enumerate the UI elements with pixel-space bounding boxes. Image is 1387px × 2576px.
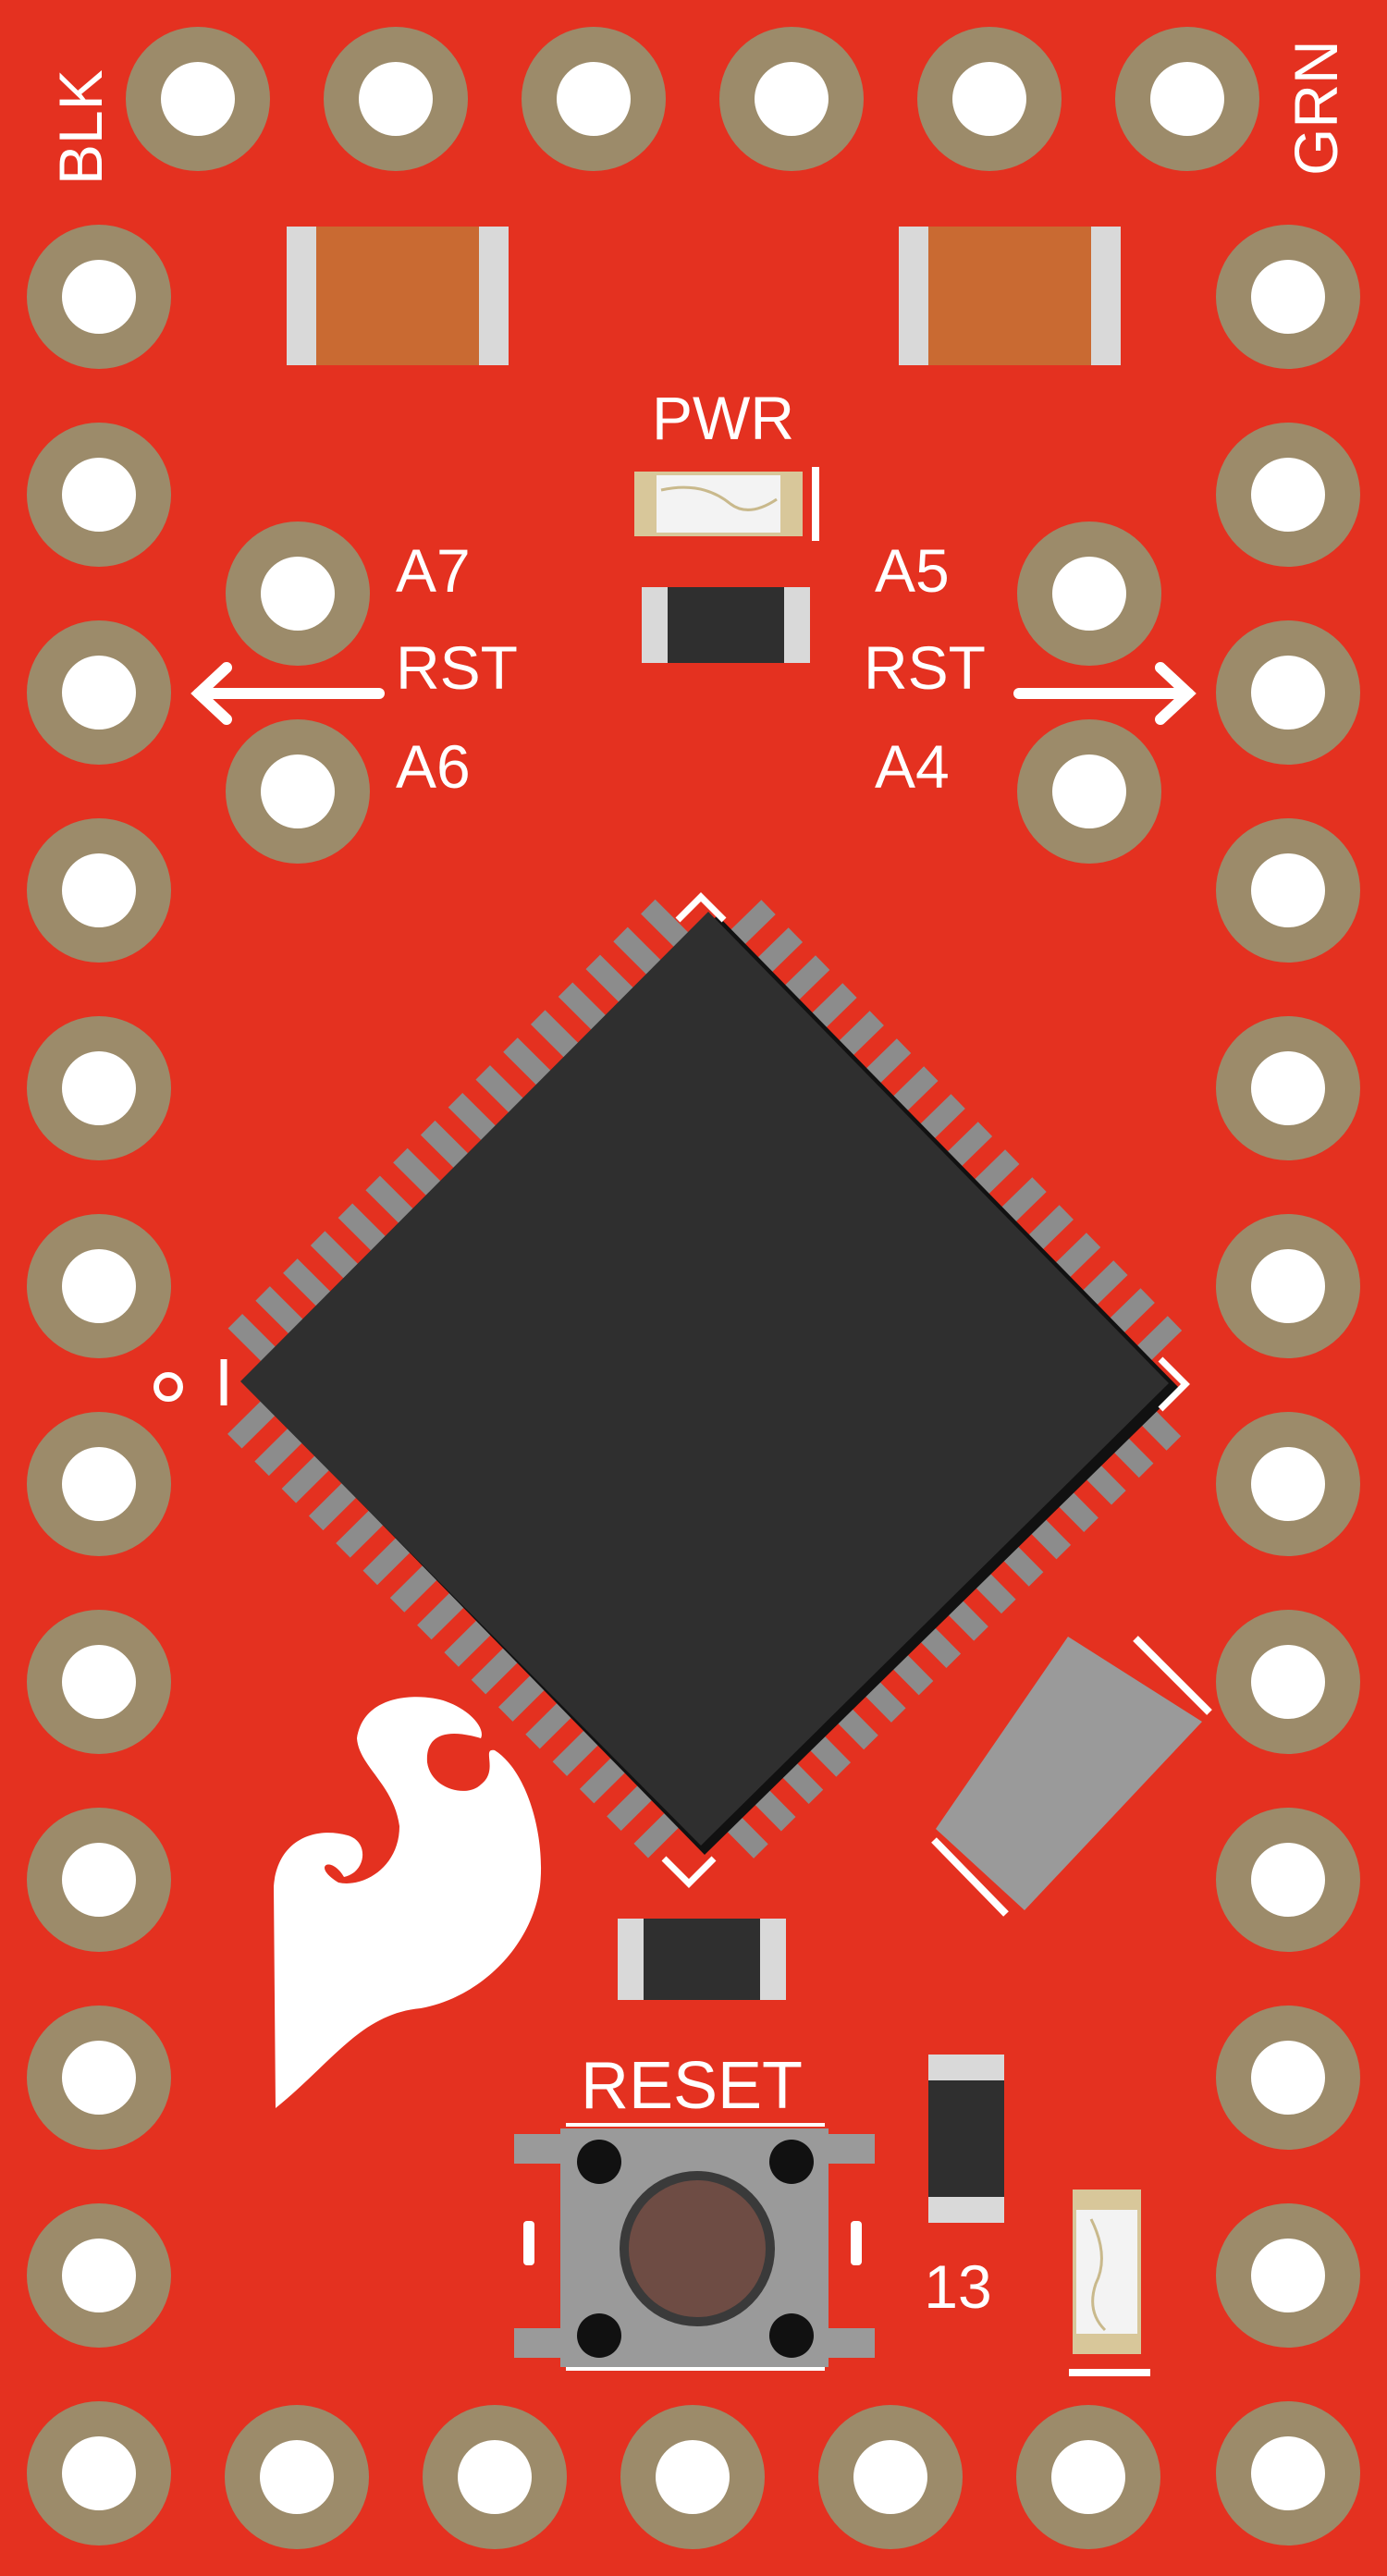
header-pad xyxy=(423,2405,567,2549)
header-pad xyxy=(1216,818,1360,963)
header-pad xyxy=(27,2006,171,2150)
a6-label: A6 xyxy=(396,732,471,801)
header-pad xyxy=(27,1412,171,1556)
header-pad xyxy=(27,2203,171,2348)
header-pad xyxy=(27,620,171,765)
header-pad xyxy=(27,1016,171,1160)
reset-button[interactable] xyxy=(514,2123,875,2371)
header-pad xyxy=(1216,225,1360,369)
pwr-led xyxy=(634,467,819,541)
header-pad xyxy=(1017,521,1161,666)
resistor-bottom xyxy=(618,1919,786,2000)
header-pad xyxy=(1216,1214,1360,1358)
header-pad xyxy=(522,27,666,171)
chip-corner-marks xyxy=(220,892,1190,1888)
header-pad xyxy=(226,719,370,864)
pin1-marker xyxy=(153,1372,183,1402)
crystal-resonator xyxy=(931,1636,1212,1917)
rst-left-arrow-icon xyxy=(190,662,385,725)
header-pad xyxy=(226,521,370,666)
header-pad xyxy=(1216,423,1360,567)
header-pad xyxy=(917,27,1062,171)
header-pad xyxy=(225,2405,369,2549)
pwr-label: PWR xyxy=(652,384,794,452)
blk-label: BLK xyxy=(46,69,115,185)
header-pad xyxy=(620,2405,765,2549)
header-pad xyxy=(818,2405,963,2549)
header-pad xyxy=(27,1214,171,1358)
header-pad xyxy=(1016,2405,1160,2549)
header-pad xyxy=(1216,2203,1360,2348)
header-pad xyxy=(27,225,171,369)
resistor-led13 xyxy=(928,2055,1004,2223)
header-pad xyxy=(1216,1016,1360,1160)
header-pad xyxy=(27,1808,171,1952)
header-pad xyxy=(1216,2401,1360,2545)
rst-right-arrow-icon xyxy=(1013,662,1197,725)
a5-label: A5 xyxy=(875,536,950,605)
header-pad xyxy=(719,27,864,171)
a4-label: A4 xyxy=(875,732,950,801)
header-pads xyxy=(27,27,1360,2549)
reset-label: RESET xyxy=(581,2049,803,2123)
sparkfun-flame-logo xyxy=(274,1697,542,2108)
header-pad xyxy=(1216,1610,1360,1754)
grn-label: GRN xyxy=(1282,40,1350,176)
capacitor-right xyxy=(899,227,1121,365)
a7-label: A7 xyxy=(396,536,471,605)
header-pad xyxy=(27,1610,171,1754)
resistor-top xyxy=(642,587,810,663)
header-pad xyxy=(1216,1412,1360,1556)
microcontroller-chip xyxy=(240,912,1180,1855)
header-pad xyxy=(126,27,270,171)
header-pad xyxy=(1216,1808,1360,1952)
header-pad xyxy=(324,27,468,171)
rst-right-label: RST xyxy=(864,633,986,702)
header-pad xyxy=(1216,2006,1360,2150)
header-pad xyxy=(27,818,171,963)
rst-left-label: RST xyxy=(396,633,518,702)
header-pad xyxy=(1017,719,1161,864)
header-pad xyxy=(1115,27,1259,171)
led-13 xyxy=(1069,2190,1150,2376)
capacitor-left xyxy=(287,227,509,365)
header-pad xyxy=(1216,620,1360,765)
header-pad xyxy=(27,423,171,567)
led13-label: 13 xyxy=(924,2252,991,2321)
header-pad xyxy=(27,2401,171,2545)
